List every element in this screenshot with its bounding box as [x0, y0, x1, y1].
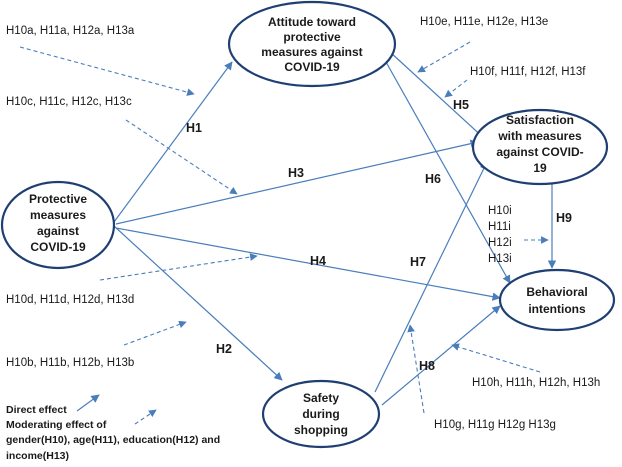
moderator-c-label: H10c, H11c, H12c, H13c [6, 96, 132, 108]
moderator-h-label: H10h, H11h, H12h, H13h [472, 377, 600, 389]
moderator-d-arrow [99, 253, 258, 281]
hypothesis-h5-label: H5 [453, 98, 469, 112]
node-protective-label-2: measures [30, 208, 86, 222]
node-attitude-label-3: measures against [261, 45, 362, 59]
moderator-b-arrow [123, 320, 187, 346]
moderator-f-label: H10f, H11f, H12f, H13f [470, 66, 586, 78]
moderator-i-label-2: H11i [488, 221, 511, 233]
legend-moderator-groups: gender(H10), age(H11), education(H12) an… [6, 434, 220, 446]
node-safety-shopping [261, 379, 381, 449]
legend-direct-arrow [76, 394, 100, 412]
moderator-a-arrow [19, 46, 195, 96]
node-protective-label-4: COVID-19 [30, 240, 86, 254]
node-behavioral-label-2: intentions [528, 302, 586, 316]
node-attitude-label-4: COVID-19 [284, 60, 340, 74]
path-h8-arrow [381, 305, 501, 406]
node-satisfaction-label-4: 19 [533, 161, 547, 175]
moderator-b-label: H10b, H11b, H12b, H13b [6, 357, 134, 369]
hypothesis-h6-label: H6 [425, 172, 441, 186]
path-h3-arrow [115, 139, 479, 225]
moderator-e-label: H10e, H11e, H12e, H13e [420, 16, 548, 28]
node-satisfaction [471, 108, 609, 186]
node-protective-label-1: Protective [29, 192, 87, 206]
hypothesis-h9-label: H9 [556, 211, 572, 225]
node-satisfaction-label-1: Satisfaction [506, 113, 574, 127]
moderator-g-arrow [407, 324, 425, 414]
node-attitude-label-1: Attitude toward [268, 15, 356, 29]
legend-moderating-arrow [134, 409, 157, 425]
hypothesis-h7-label: H7 [410, 255, 426, 269]
node-behavioral-label-1: Behavioral [526, 285, 587, 299]
legend-direct-effect: Direct effect [6, 404, 67, 416]
moderator-i-label-1: H10i [488, 205, 512, 217]
node-safety-label-2: during [302, 407, 339, 421]
moderator-i-label-3: H12i [488, 237, 512, 249]
path-h1-arrow [113, 61, 233, 223]
node-safety-label-1: Safety [303, 391, 339, 405]
path-h4-arrow [115, 227, 501, 301]
node-attitude-label-2: protective [283, 30, 341, 44]
moderator-h-arrow [451, 343, 541, 373]
moderator-i-label-4: H13i [488, 253, 512, 265]
hypothesis-h3-label: H3 [288, 166, 304, 180]
moderator-f-arrow [444, 79, 468, 98]
legend-moderating-effect: Moderating effect of [6, 419, 107, 431]
hypothesis-h1-label: H1 [186, 121, 202, 135]
moderator-e-arrow [417, 41, 471, 73]
node-satisfaction-label-3: against COVID- [496, 145, 583, 159]
node-safety-label-3: shopping [294, 423, 348, 437]
node-attitude [227, 0, 397, 88]
moderator-c-arrow [125, 119, 238, 195]
moderator-g-label: H10g, H11g H12g H13g [434, 419, 556, 431]
path-h7-arrow [374, 161, 488, 393]
node-satisfaction-label-2: with measures [497, 129, 582, 143]
path-h6-arrow [385, 61, 511, 284]
moderator-d-label: H10d, H11d, H12d, H13d [6, 294, 134, 306]
path-h5-arrow [389, 51, 487, 141]
node-protective-label-3: against [37, 224, 79, 238]
node-behavioral-intentions [498, 268, 616, 332]
moderator-a-label: H10a, H11a, H12a, H13a [6, 25, 135, 37]
hypothesis-h2-label: H2 [216, 342, 232, 356]
hypothesis-h4-label: H4 [310, 254, 326, 268]
path-h2-arrow [113, 225, 283, 381]
hypothesis-h8-label: H8 [419, 359, 435, 373]
legend-income: income(H13) [6, 450, 69, 462]
node-protective-measures [0, 180, 116, 270]
